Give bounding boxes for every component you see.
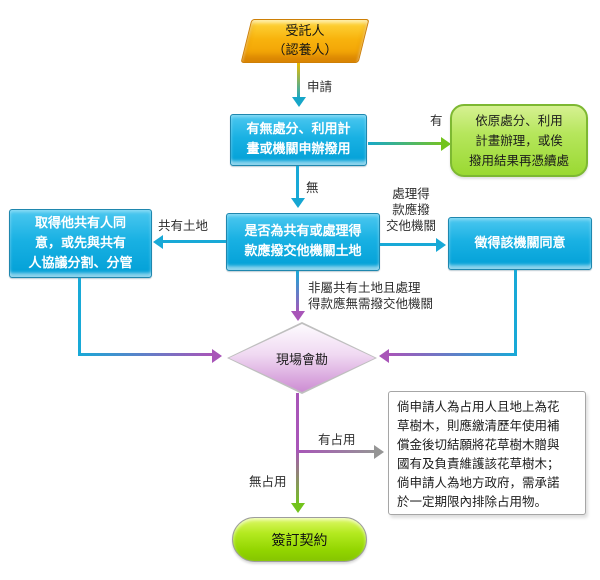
unoccupied-arrow-line <box>296 450 299 505</box>
proceeds-arrowhead <box>436 238 446 252</box>
occupation-note: 倘申請人為占用人且地上為花 草樹木，則應繳清歷年使用補 償金後切結願將花草樹木贈… <box>388 391 586 515</box>
start-label: 受託人 （認養人） <box>272 24 338 58</box>
yes-edge-label: 有 <box>430 113 443 128</box>
apply-arrowhead <box>292 97 306 107</box>
occupied-arrow-line <box>296 450 376 453</box>
sign-contract-node: 簽訂契約 <box>232 517 367 562</box>
co-owner-consent-node: 取得他共有人同 意，或先與共有 人協議分割、分管 <box>9 209 152 278</box>
co-owned-arrowhead <box>153 235 163 249</box>
proceeds-edge-label: 處理得 款應撥 交他機關 <box>385 186 436 233</box>
yes-arrowhead <box>441 137 451 151</box>
apply-edge-label: 申請 <box>307 79 333 94</box>
not-co-owned-arrowhead <box>291 311 305 321</box>
right-path-arrowhead <box>379 349 389 363</box>
survey-down-line <box>296 393 299 452</box>
proceeds-arrow-line <box>380 243 438 246</box>
unoccupied-edge-label: 無占用 <box>249 474 287 489</box>
left-path-horizontal-line <box>78 353 212 356</box>
site-survey-label: 現場會勘 <box>275 352 328 368</box>
apply-arrow-line <box>297 63 300 99</box>
start-node: 受託人 （認養人） <box>240 19 370 63</box>
decision2-node: 是否為共有或處理得 款應撥交他機關土地 <box>226 213 380 271</box>
not-co-owned-edge-label: 非屬共有土地且處理 得款應無需撥交他機關 <box>308 280 434 311</box>
yes-arrow-line <box>368 142 443 145</box>
left-path-vertical-line <box>78 278 81 356</box>
no-arrow-line <box>296 166 299 200</box>
right-path-horizontal-line <box>389 353 517 356</box>
co-owned-arrow-line <box>163 240 226 243</box>
occupied-arrowhead <box>374 445 384 459</box>
co-owned-edge-label: 共有土地 <box>158 218 209 233</box>
unoccupied-arrowhead <box>291 503 305 513</box>
agency-consent-node: 徵得該機關同意 <box>448 217 592 270</box>
plan-result-node: 依原處分、利用 計畫辦理，或俟 撥用結果再憑續處 <box>450 104 588 177</box>
not-co-owned-arrow-line <box>296 271 299 313</box>
no-edge-label: 無 <box>306 180 319 195</box>
site-survey-node: 現場會勘 <box>227 322 377 394</box>
decision1-node: 有無處分、利用計 畫或機關申辦撥用 <box>230 114 367 166</box>
right-path-vertical-line <box>514 270 517 356</box>
left-path-arrowhead <box>212 349 222 363</box>
no-arrowhead <box>291 198 305 208</box>
occupied-edge-label: 有占用 <box>318 432 356 447</box>
